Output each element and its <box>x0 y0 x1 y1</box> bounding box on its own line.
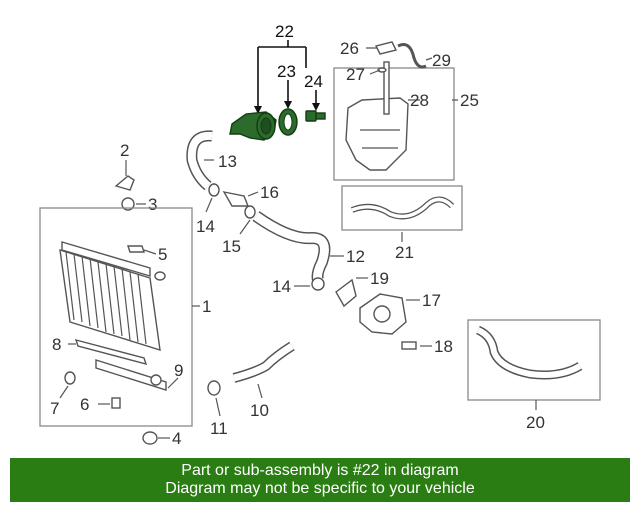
callout-18[interactable]: 18 <box>434 337 453 356</box>
bolt-part-18[interactable] <box>401 341 417 350</box>
bracket-part-19[interactable] <box>335 278 357 308</box>
callout-7[interactable]: 7 <box>50 399 59 418</box>
radiator-box <box>39 207 193 427</box>
callout-14-upper[interactable]: 14 <box>196 217 215 236</box>
callout-13[interactable]: 13 <box>218 152 237 171</box>
callout-25[interactable]: 25 <box>460 91 479 110</box>
clamp-part-11[interactable] <box>207 380 221 396</box>
thermostat-housing-part-22[interactable] <box>229 111 277 141</box>
callout-3[interactable]: 3 <box>148 195 157 214</box>
bolt-part-6[interactable] <box>111 397 121 409</box>
callout-bracket-22 <box>254 40 320 114</box>
callout-10[interactable]: 10 <box>250 401 269 420</box>
callout-6[interactable]: 6 <box>80 395 89 414</box>
bolt-part-24[interactable] <box>305 110 326 122</box>
footer-line-1: Part or sub-assembly is #22 in diagram <box>181 462 459 479</box>
dipstick-part-28[interactable] <box>383 61 390 115</box>
callout-8[interactable]: 8 <box>52 335 61 354</box>
callout-5[interactable]: 5 <box>158 245 167 264</box>
tank-part-9[interactable] <box>95 359 167 391</box>
housing-part-17[interactable] <box>359 293 407 335</box>
hose-part-21[interactable] <box>351 197 454 219</box>
hose-box-21 <box>341 185 463 231</box>
mount-part-3[interactable] <box>121 197 135 211</box>
callout-15[interactable]: 15 <box>222 237 241 256</box>
callout-4[interactable]: 4 <box>172 429 181 448</box>
footer-line-2: Diagram may not be specific to your vehi… <box>165 480 475 497</box>
mount-part-4[interactable] <box>142 431 158 445</box>
bushing-part-radiator <box>154 271 166 281</box>
gasket-part-23[interactable] <box>278 108 298 136</box>
callout-2[interactable]: 2 <box>120 141 129 160</box>
callout-19[interactable]: 19 <box>370 269 389 288</box>
connector-part-16[interactable] <box>222 191 250 207</box>
callout-26[interactable]: 26 <box>340 39 359 58</box>
callout-9[interactable]: 9 <box>174 361 183 380</box>
bracket-part-2[interactable] <box>114 175 135 191</box>
drain-part-7[interactable] <box>64 371 76 385</box>
clamp-part-14[interactable] <box>208 183 220 197</box>
callout-24[interactable]: 24 <box>304 72 323 91</box>
callout-29[interactable]: 29 <box>432 51 451 70</box>
callout-28[interactable]: 28 <box>410 91 429 110</box>
callout-1[interactable]: 1 <box>202 297 211 316</box>
callout-21[interactable]: 21 <box>395 243 414 262</box>
cap-part-5[interactable] <box>127 245 145 253</box>
callout-23[interactable]: 23 <box>277 62 296 81</box>
cap-part-26[interactable] <box>374 41 398 55</box>
seal-part-8[interactable] <box>74 338 148 366</box>
hose-box-20 <box>467 319 601 401</box>
reservoir-box <box>333 67 455 181</box>
callout-16[interactable]: 16 <box>260 183 279 202</box>
parts-diagram: 22 23 24 26 29 27 28 25 21 13 16 14 1 <box>39 22 601 448</box>
callout-27[interactable]: 27 <box>346 65 365 84</box>
callout-14-lower[interactable]: 14 <box>272 277 291 296</box>
clamp-part-14-lower[interactable] <box>311 277 325 291</box>
reservoir-tank-part-25[interactable] <box>345 97 409 171</box>
footer-banner: Part or sub-assembly is #22 in diagram D… <box>10 458 630 502</box>
seal-part-27[interactable] <box>377 67 387 73</box>
callout-20[interactable]: 20 <box>526 413 545 432</box>
radiator-part-1[interactable] <box>59 241 161 351</box>
callout-12[interactable]: 12 <box>346 247 365 266</box>
callout-22[interactable]: 22 <box>275 22 294 41</box>
callout-11[interactable]: 11 <box>210 419 228 438</box>
hose-part-20[interactable] <box>476 327 582 378</box>
hose-part-10[interactable] <box>233 343 294 382</box>
lower-hose-part-12[interactable] <box>253 212 329 282</box>
callout-17[interactable]: 17 <box>422 291 441 310</box>
clamp-part-15[interactable] <box>244 205 256 219</box>
upper-hose-part-13[interactable] <box>187 131 213 190</box>
plug-part-9 <box>150 374 162 386</box>
